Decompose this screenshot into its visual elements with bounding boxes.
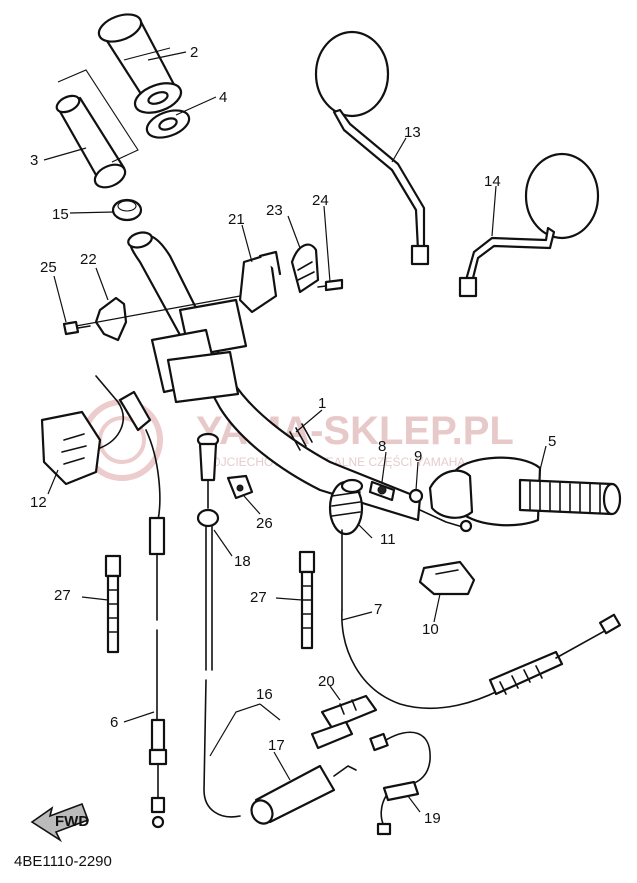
cable-part-7 [341, 529, 622, 710]
callout-21: 21 [228, 211, 245, 228]
callout-2: 2 [190, 44, 198, 61]
callout-9: 9 [414, 448, 422, 465]
cable-part-19 [369, 731, 431, 836]
cable-part-6 [118, 390, 168, 829]
callout-7: 7 [374, 601, 382, 618]
callout-19: 19 [424, 810, 441, 827]
callout-26: 26 [256, 515, 273, 532]
right-grip-part [428, 456, 622, 527]
callout-15: 15 [52, 206, 69, 223]
callout-5: 5 [548, 433, 556, 450]
switch-part-12 [40, 375, 124, 486]
callout-27-right: 27 [250, 589, 267, 606]
callout-16: 16 [256, 686, 273, 703]
callouts: 2 4 3 15 13 14 21 23 24 25 22 1 8 9 5 11… [30, 44, 556, 827]
callout-24: 24 [312, 192, 329, 209]
lever-holder-part [328, 478, 364, 536]
callout-1: 1 [318, 395, 326, 412]
screw-part-24 [317, 278, 344, 292]
mirror-right-part [458, 152, 600, 298]
holder-part-26 [226, 474, 254, 500]
callout-14: 14 [484, 173, 501, 190]
fwd-arrow: FWD [30, 802, 89, 843]
band-part-27-right [298, 550, 316, 650]
throttle-tube-part [55, 47, 171, 189]
throttle-grip-part [97, 13, 191, 139]
callout-4: 4 [219, 89, 227, 106]
callout-18: 18 [234, 553, 251, 570]
callout-10: 10 [422, 621, 439, 638]
switch-part-10 [418, 560, 476, 596]
cable-part-18 [196, 432, 241, 818]
ring-part [111, 198, 143, 222]
clamp-part-23 [290, 243, 320, 294]
mirror-left-part [314, 30, 430, 266]
callout-3: 3 [30, 152, 38, 169]
callout-25: 25 [40, 259, 57, 276]
callout-6: 6 [110, 714, 118, 731]
callout-20: 20 [318, 673, 335, 690]
callout-11: 11 [380, 531, 396, 548]
holder-part-21 [238, 250, 282, 314]
screw-part-8 [368, 480, 396, 502]
switch-part-20 [310, 694, 378, 750]
callout-8: 8 [378, 438, 386, 455]
callout-12: 12 [30, 494, 47, 511]
leader-lines [43, 51, 547, 813]
callout-13: 13 [404, 124, 421, 141]
screw-part-25 [62, 320, 91, 336]
sensor-part-17 [250, 764, 357, 825]
callout-27-left: 27 [54, 587, 71, 604]
callout-23: 23 [266, 202, 283, 219]
callout-22: 22 [80, 251, 97, 268]
diagram-code: 4BE1110-2290 [14, 853, 112, 870]
callout-17: 17 [268, 737, 285, 754]
fwd-label: FWD [55, 813, 89, 830]
band-part-27-left [104, 554, 122, 654]
